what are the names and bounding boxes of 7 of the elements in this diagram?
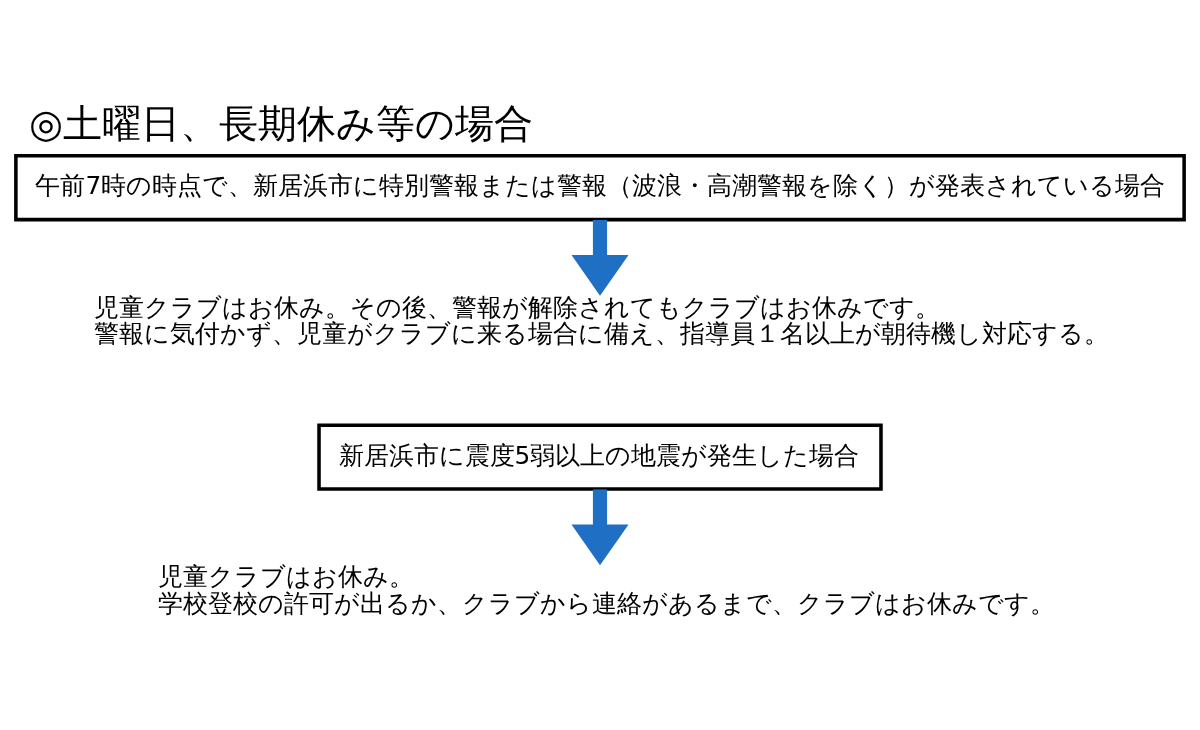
diagram-title: ◎土曜日、長期休み等の場合	[28, 101, 533, 147]
node-box: 新居浜市に震度5弱以上の地震が発生した場合	[317, 423, 883, 491]
node-text: 児童クラブはお休み。 学校登校の許可が出るか、クラブから連絡があるまで、クラブはお休みです。	[157, 562, 1055, 618]
arrow	[571, 219, 629, 296]
arrow	[571, 489, 629, 566]
node-box: 午前7時の時点で、新居浜市に特別警報または警報（波浪・高潮警報を除く）が発表されている場合	[14, 154, 1186, 222]
node-text: 児童クラブはお休み。その後、警報が解除されてもクラブはお休みです。 警報に気付かず、児童がクラブに来る場合に備え、指導員１名以上が朝待機し対応する。	[93, 292, 1109, 349]
